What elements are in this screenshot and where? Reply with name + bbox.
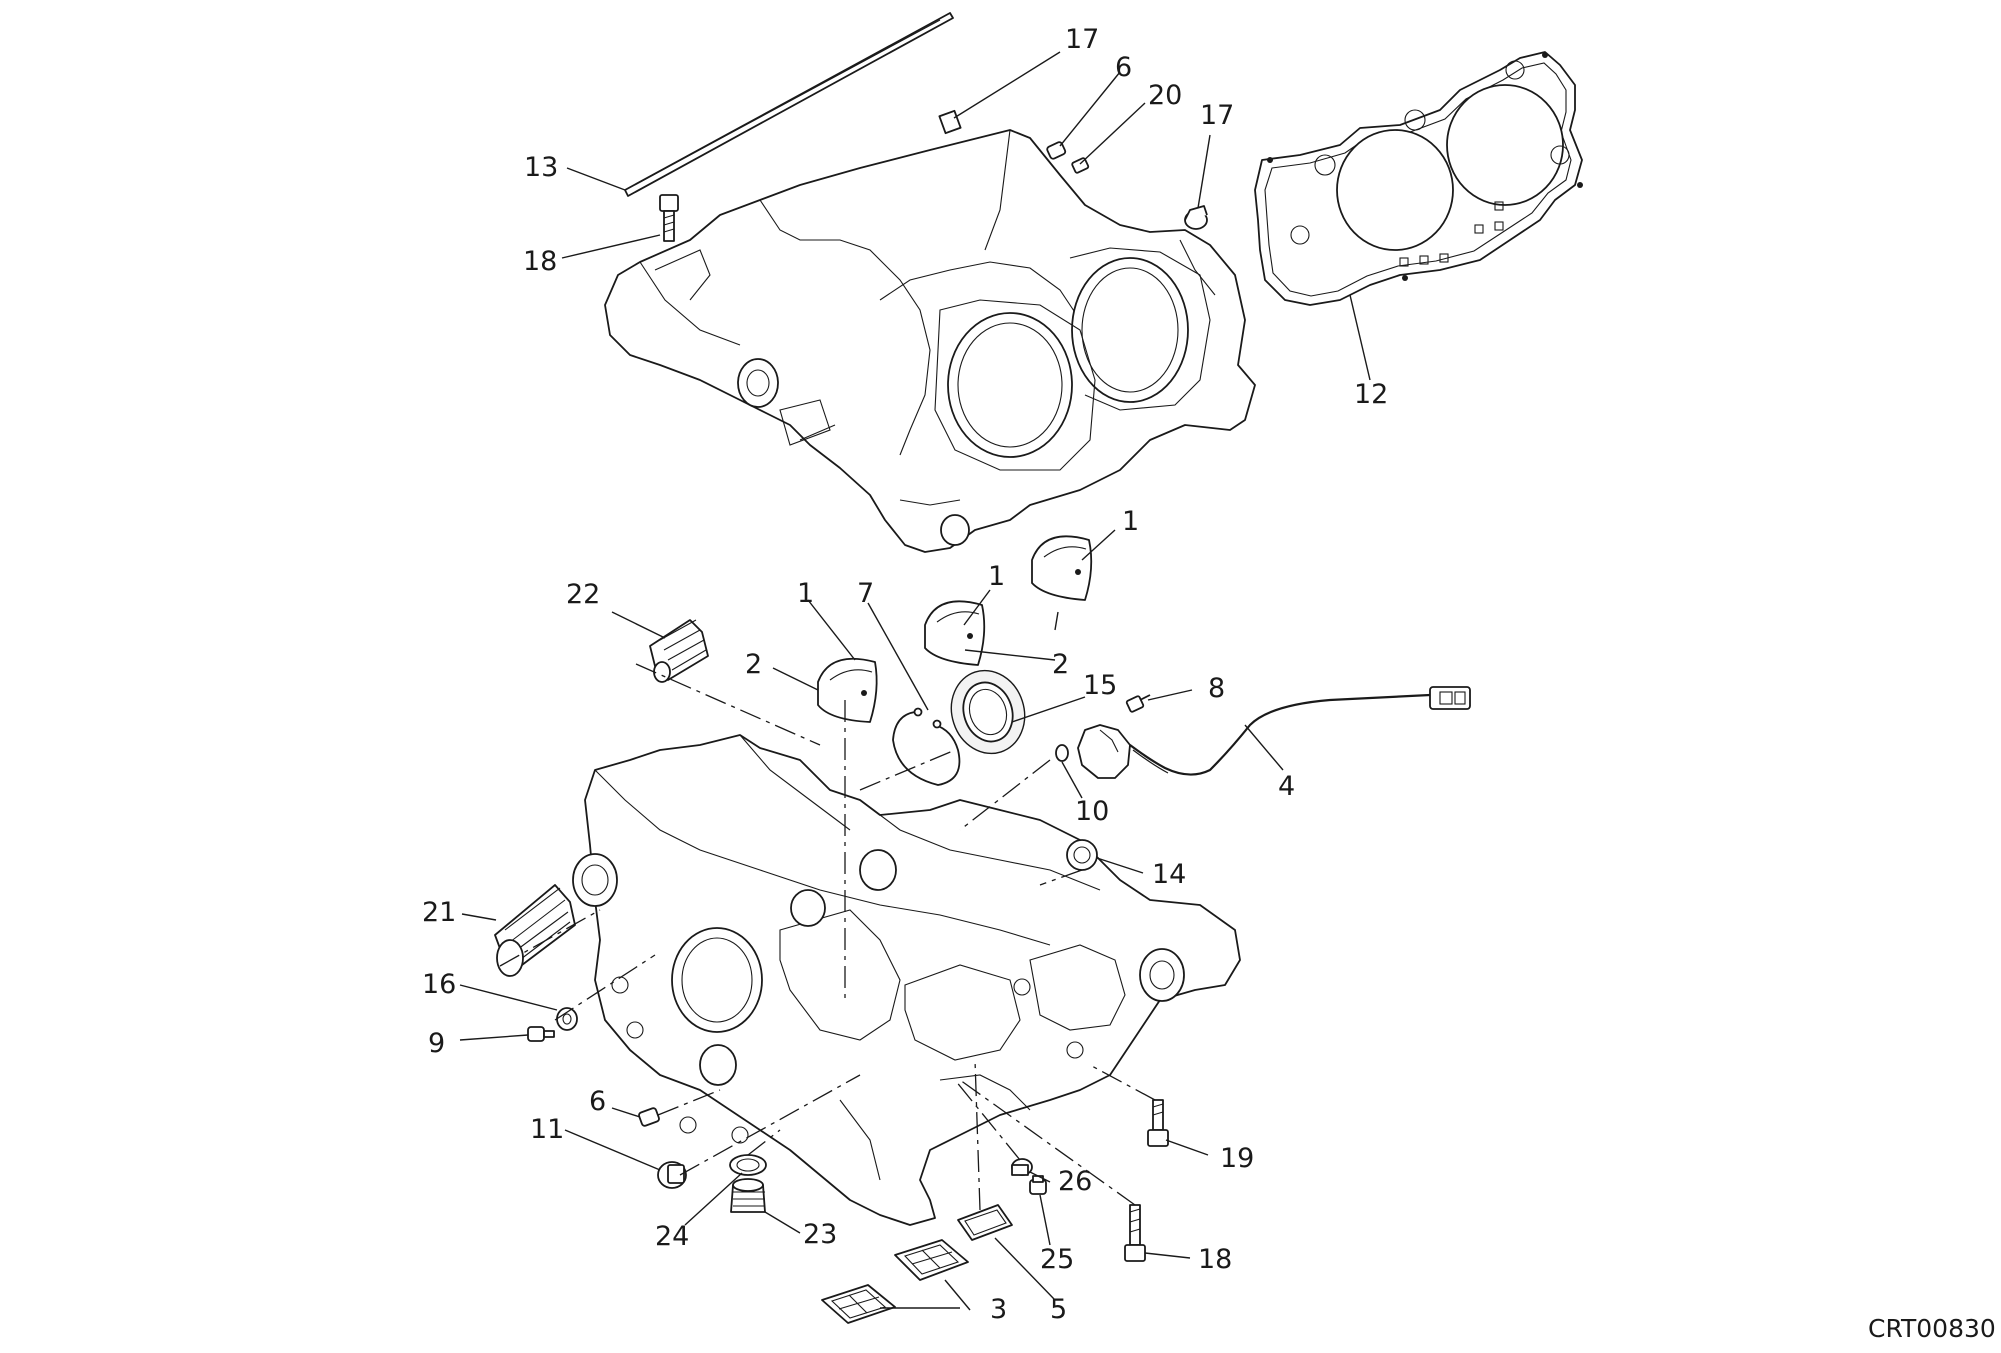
drain-plug-23: [730, 1178, 766, 1213]
callout-16: 16: [422, 969, 456, 1000]
callout-17-right: 17: [1200, 100, 1234, 131]
upper-crankcase-half: [604, 129, 1256, 553]
leader-lines: [459, 51, 1371, 1311]
plug-11: [657, 1161, 687, 1189]
callout-6-upper: 6: [1115, 52, 1132, 83]
callout-21: 21: [422, 897, 456, 928]
filter-screen-3-lower: [821, 1284, 896, 1324]
plug-21: [494, 884, 576, 977]
seal-14: [1066, 839, 1098, 871]
callout-3: 3: [990, 1294, 1007, 1325]
gasket-5: [957, 1204, 1013, 1241]
callout-24: 24: [655, 1221, 689, 1252]
callout-20: 20: [1148, 80, 1182, 111]
main-bearing-shell-left: [817, 657, 878, 723]
circlip-7: [892, 707, 961, 786]
bolt-18-upper: [659, 194, 679, 242]
callout-18-lower: 18: [1198, 1244, 1232, 1275]
callout-7: 7: [857, 578, 874, 609]
callout-4: 4: [1278, 771, 1295, 802]
callout-labels: 13 18 17 6 20 17 12 1 1 1 7 22 2 2 15 8 …: [422, 24, 1388, 1325]
callout-8: 8: [1208, 673, 1225, 704]
sensor-4: [1077, 686, 1471, 779]
bolt-19: [1147, 1099, 1169, 1147]
reference-code: CRT00830: [1868, 1314, 1996, 1343]
callout-2-left: 2: [745, 649, 762, 680]
screw-9: [527, 1026, 555, 1042]
assembly-lines: [499, 663, 1156, 1211]
sensor-screw-8: [1125, 694, 1151, 713]
callout-19: 19: [1220, 1143, 1254, 1174]
dowel-6-lower: [638, 1107, 660, 1127]
callout-14: 14: [1152, 859, 1186, 890]
bolt-18-lower: [1124, 1204, 1146, 1262]
oil-seal-15: [950, 669, 1026, 755]
main-bearing-shell-right: [1031, 535, 1093, 601]
seal-washer-24: [729, 1154, 767, 1176]
callout-12: 12: [1354, 379, 1388, 410]
bushing-17-right: [1184, 205, 1208, 230]
callout-9: 9: [428, 1028, 445, 1059]
callout-23: 23: [803, 1219, 837, 1250]
callout-26: 26: [1058, 1166, 1092, 1197]
o-ring-10: [1055, 744, 1069, 762]
callout-15: 15: [1083, 670, 1117, 701]
plug-26: [1011, 1158, 1033, 1176]
callout-11: 11: [530, 1114, 564, 1145]
head-gasket: [1254, 51, 1583, 306]
callout-10: 10: [1075, 796, 1109, 827]
washer-16: [556, 1007, 578, 1031]
callout-1-middle: 1: [988, 561, 1005, 592]
callout-6-lower: 6: [589, 1086, 606, 1117]
callout-1-right: 1: [1122, 506, 1139, 537]
callout-1-left: 1: [797, 578, 814, 609]
callout-22: 22: [566, 579, 600, 610]
plug-22: [649, 619, 709, 683]
lower-crankcase-half: [572, 734, 1241, 1226]
callout-13: 13: [524, 152, 558, 183]
stud-20: [1071, 157, 1090, 174]
callout-2-middle: 2: [1052, 649, 1069, 680]
gasket-strip-13: [624, 12, 954, 197]
callout-18-upper: 18: [523, 246, 557, 277]
dowel-6-upper: [1046, 141, 1067, 160]
callout-5: 5: [1050, 1294, 1067, 1325]
locating-dowel-17: [938, 109, 962, 135]
filter-screen-3-upper: [894, 1239, 969, 1281]
callout-25: 25: [1040, 1244, 1074, 1275]
callout-17-top: 17: [1065, 24, 1099, 55]
